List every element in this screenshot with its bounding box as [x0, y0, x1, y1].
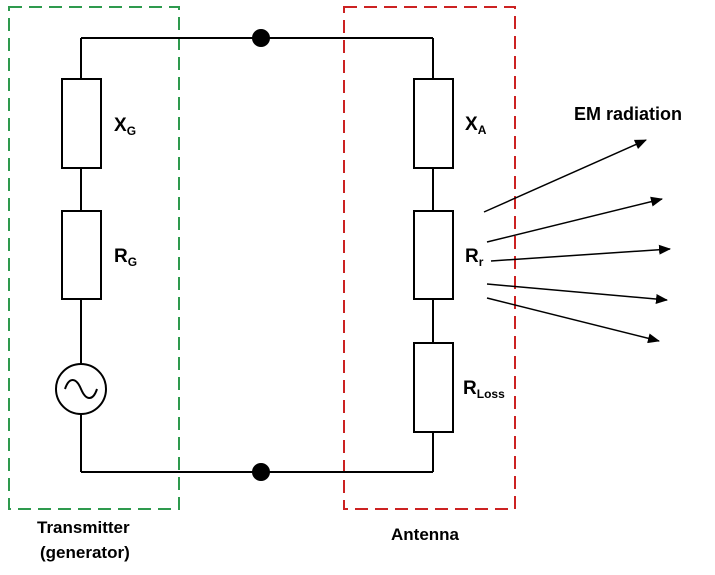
- rr-label-sub: r: [479, 255, 484, 269]
- em-radiation-arrow-1: [483, 139, 647, 213]
- antenna-label: Antenna: [391, 525, 460, 544]
- rr-label-main: R: [465, 246, 479, 267]
- rg-label-sub: G: [128, 255, 137, 269]
- xa-label: XA: [465, 114, 487, 137]
- xa-resistor-box: [413, 78, 454, 169]
- rloss-resistor-box: [413, 342, 454, 433]
- xg-label-main: X: [114, 115, 127, 136]
- ac-source-icon: [55, 363, 107, 415]
- transmitter-label-line2: (generator): [40, 543, 130, 562]
- rg-label-main: R: [114, 246, 128, 267]
- rg-resistor-box: [61, 210, 102, 300]
- em-radiation-arrow-3: [490, 244, 671, 262]
- rloss-label-main: R: [463, 378, 477, 399]
- xa-label-main: X: [465, 114, 478, 135]
- xg-label: XG: [114, 115, 136, 138]
- em-radiation-arrow-5: [486, 297, 660, 344]
- transmitter-dashed-box: [8, 6, 180, 510]
- antenna-dashed-box: [343, 6, 516, 510]
- xa-label-sub: A: [478, 123, 487, 137]
- rloss-label: RLoss: [463, 378, 505, 401]
- em-radiation-arrow-4: [486, 283, 668, 305]
- transmitter-label-line1: Transmitter: [37, 518, 130, 537]
- rg-label: RG: [114, 246, 137, 269]
- em-radiation-arrow-2: [486, 196, 663, 243]
- em-radiation-label: EM radiation: [574, 104, 682, 124]
- rloss-label-sub: Loss: [477, 387, 505, 401]
- rr-label: Rr: [465, 246, 484, 269]
- xg-resistor-box: [61, 78, 102, 169]
- junction-dot-bottom: [252, 463, 270, 481]
- junction-dot-top: [252, 29, 270, 47]
- xg-label-sub: G: [127, 124, 136, 138]
- rr-resistor-box: [413, 210, 454, 300]
